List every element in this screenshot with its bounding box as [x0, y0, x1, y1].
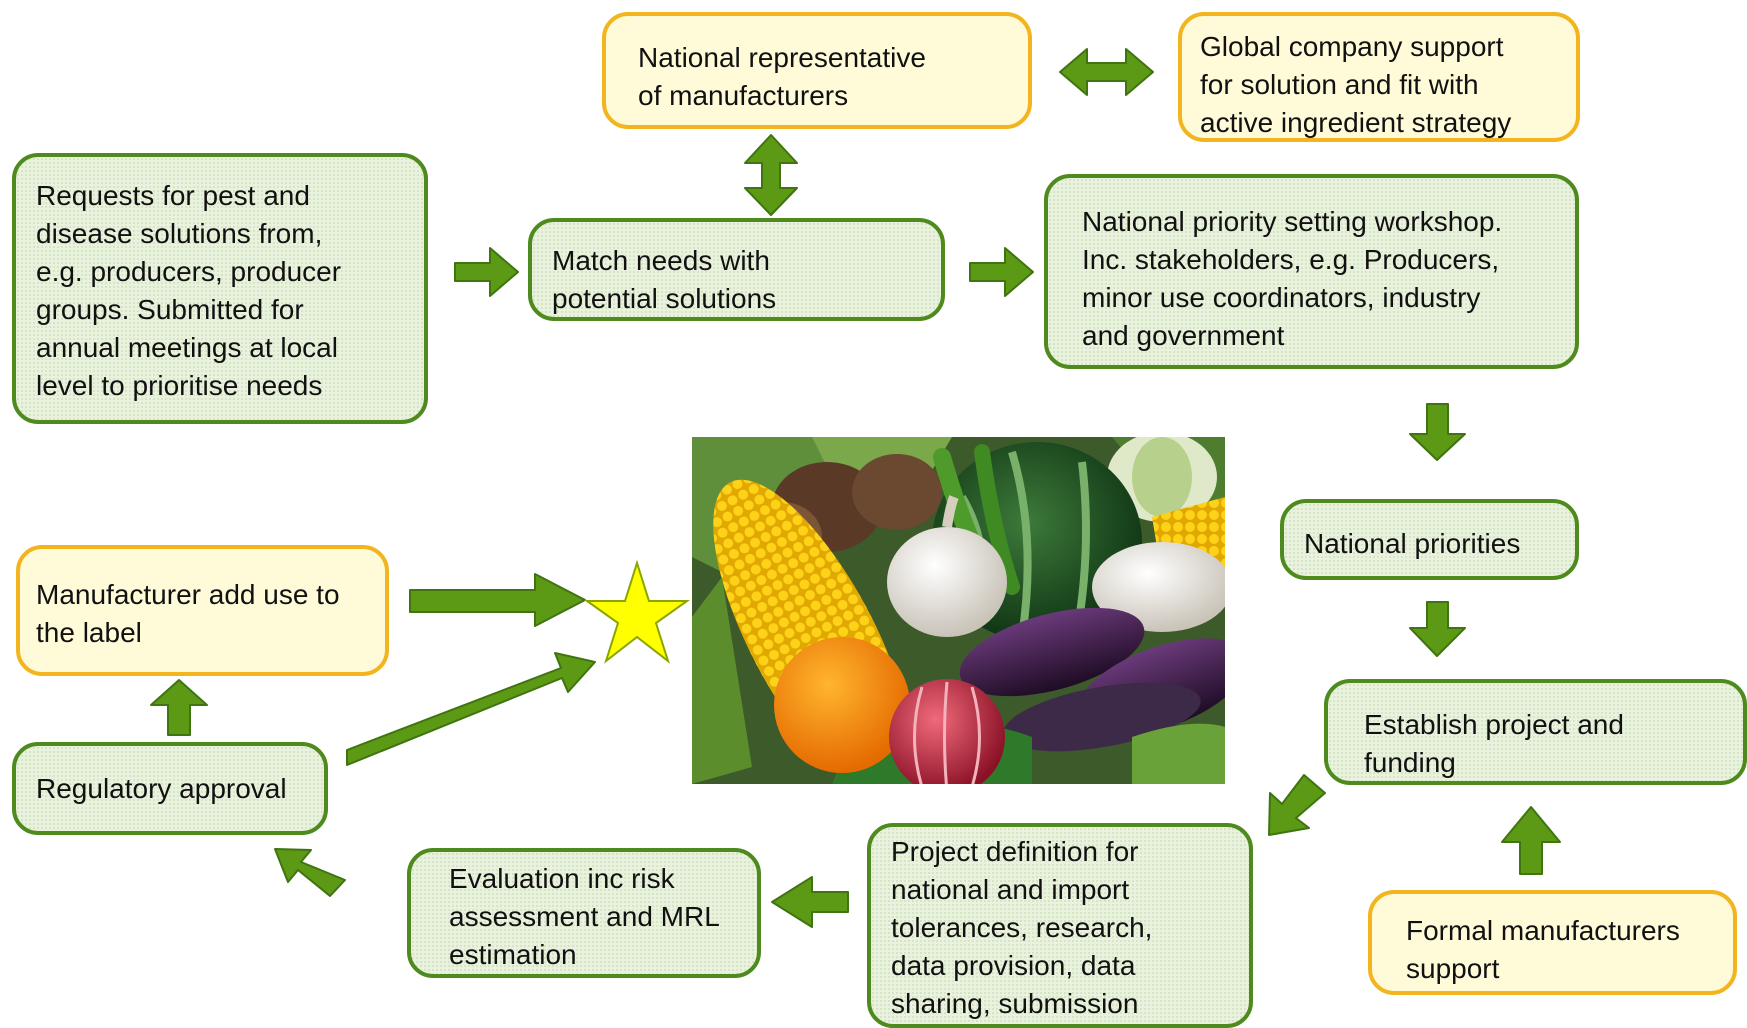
manufacturer-label-text: Manufacturer add use to the label — [36, 579, 340, 648]
star-icon — [583, 559, 691, 664]
arrow-rep-match-double — [744, 134, 798, 216]
project-definition-text: Project definition for national and impo… — [891, 836, 1153, 1019]
national-rep-box: National representative of manufacturers — [602, 12, 1032, 129]
vegetables-photo — [692, 437, 1225, 784]
requests-box: Requests for pest and disease solutions … — [12, 153, 428, 424]
arrow-label-to-star — [409, 573, 586, 627]
workshop-text: National priority setting workshop. Inc.… — [1082, 206, 1503, 351]
project-definition-box: Project definition for national and impo… — [867, 823, 1253, 1028]
national-priorities-box: National priorities — [1280, 499, 1579, 580]
regulatory-box: Regulatory approval — [12, 742, 328, 835]
establish-box: Establish project and funding — [1324, 679, 1747, 785]
arrow-match-to-workshop — [969, 247, 1034, 297]
vegetables-illustration — [692, 437, 1225, 784]
national-priorities-text: National priorities — [1304, 528, 1521, 559]
match-text: Match needs with potential solutions — [552, 245, 777, 314]
national-rep-text: National representative of manufacturers — [638, 42, 926, 111]
workshop-box: National priority setting workshop. Inc.… — [1044, 174, 1579, 369]
match-box: Match needs with potential solutions — [528, 218, 945, 321]
formal-support-text: Formal manufacturers support — [1406, 915, 1680, 984]
arrow-project-to-evaluation — [771, 876, 849, 928]
arrow-establish-to-project — [1268, 774, 1326, 836]
regulatory-text: Regulatory approval — [36, 773, 287, 804]
arrow-formal-to-establish — [1501, 806, 1561, 875]
arrow-requests-to-match — [454, 247, 519, 297]
manufacturer-label-box: Manufacturer add use to the label — [16, 545, 389, 676]
global-support-text: Global company support for solution and … — [1200, 31, 1512, 138]
arrow-workshop-to-priorities — [1409, 403, 1466, 461]
arrow-regulatory-to-label — [150, 679, 208, 736]
evaluation-text: Evaluation inc risk assessment and MRL e… — [449, 863, 720, 970]
arrow-rep-global-double — [1059, 48, 1154, 96]
establish-text: Establish project and funding — [1364, 709, 1624, 778]
evaluation-box: Evaluation inc risk assessment and MRL e… — [407, 848, 761, 978]
requests-text: Requests for pest and disease solutions … — [36, 180, 342, 401]
arrow-evaluation-to-regulatory — [274, 848, 346, 897]
formal-support-box: Formal manufacturers support — [1368, 890, 1737, 995]
arrow-priorities-to-establish — [1409, 601, 1466, 657]
arrow-regulatory-to-star — [346, 652, 596, 766]
global-support-box: Global company support for solution and … — [1178, 12, 1580, 142]
